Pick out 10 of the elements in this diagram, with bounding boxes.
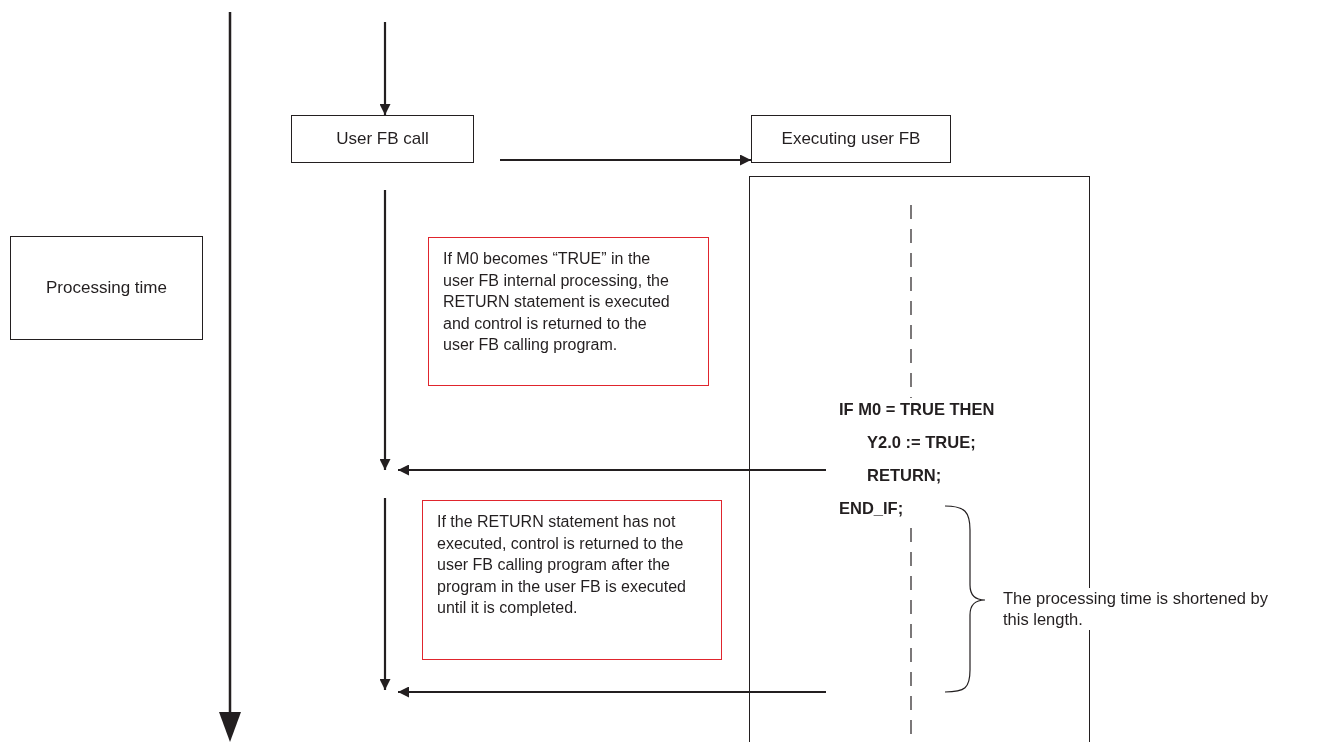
- process-box: Executing user FB: [751, 115, 951, 163]
- process-box: User FB call: [291, 115, 474, 163]
- arrow: [379, 22, 391, 115]
- note-box: If the RETURN statement has not executed, control is returned to the user FB calling program after the program in the user FB is executed until it is completed.: [422, 500, 722, 660]
- note-box: If M0 becomes “TRUE” in the user FB internal processing, the RETURN statement is executed and control is returned to the user FB calling program.: [428, 237, 709, 386]
- arrow: [500, 154, 751, 166]
- arrow: [398, 686, 826, 698]
- arrow: [398, 464, 826, 476]
- arrow: [379, 190, 391, 470]
- process-box: Processing time: [10, 236, 203, 340]
